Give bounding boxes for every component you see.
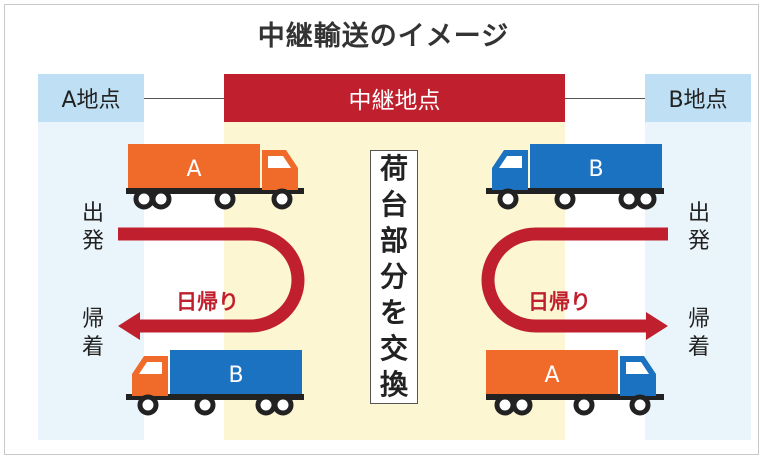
truck-top-right-cargo-label: B <box>588 157 603 182</box>
relay-point-label: 中継地点 <box>224 74 565 122</box>
cargo-body <box>486 350 618 396</box>
return-arrow-left <box>118 227 305 333</box>
arrowhead-left <box>118 312 140 340</box>
truck-bottom-right: A <box>486 350 664 416</box>
wheel <box>255 394 277 416</box>
cargo-swap-char-1: 荷 <box>379 152 408 185</box>
wheel <box>497 188 519 210</box>
window <box>139 362 162 374</box>
connector-line-right <box>565 98 645 99</box>
wheel <box>271 188 293 210</box>
diagram-title: 中継輸送のイメージ <box>257 21 510 52</box>
wheel <box>150 188 172 210</box>
return-label-left: 日帰り <box>176 290 239 314</box>
wheel <box>494 394 516 416</box>
depart-left-char-2: 発 <box>81 229 104 254</box>
zone-a <box>38 122 144 440</box>
truck-bottom-left: B <box>126 350 304 416</box>
depart-right-char-1: 出 <box>687 201 710 226</box>
window <box>499 156 522 168</box>
cargo-body <box>530 144 662 190</box>
chassis <box>126 394 304 400</box>
wheel <box>272 394 294 416</box>
depart-right-label: 出 発 <box>684 200 714 256</box>
chassis <box>126 188 304 194</box>
arrive-right-char-2: 着 <box>687 335 710 360</box>
wheel <box>618 188 640 210</box>
truck-bottom-right-cargo-label: A <box>544 363 559 388</box>
cargo-swap-char-6: 交 <box>379 332 408 365</box>
return-label-right: 日帰り <box>528 290 591 314</box>
window <box>268 156 291 168</box>
cargo-body <box>128 144 260 190</box>
cargo-swap-char-5: を <box>379 296 408 329</box>
wheel <box>137 394 159 416</box>
cargo-body <box>170 350 302 396</box>
truck-top-right: B <box>486 144 664 210</box>
point-b-label: B地点 <box>645 74 751 122</box>
chassis <box>486 188 664 194</box>
cargo-swap-label: 荷 台 部 分 を 交 換 <box>370 150 418 404</box>
arrive-left-char-1: 帰 <box>81 307 104 332</box>
wheel <box>573 394 595 416</box>
connector-line-left <box>144 98 224 99</box>
truck-top-left-cargo-label: A <box>186 157 201 182</box>
cargo-swap-char-3: 部 <box>379 224 408 257</box>
cargo-swap-char-4: 分 <box>379 260 408 293</box>
arrive-right-char-1: 帰 <box>687 307 710 332</box>
truck-bottom-left-cargo-label: B <box>228 363 243 388</box>
arrive-right-label: 帰 着 <box>684 306 714 362</box>
wheel <box>214 188 236 210</box>
diagram-frame <box>4 4 759 455</box>
cargo-swap-char-7: 換 <box>379 368 408 401</box>
arrive-left-char-2: 着 <box>81 335 104 360</box>
chassis <box>486 394 664 400</box>
wheel <box>511 394 533 416</box>
wheel <box>629 394 651 416</box>
return-arrow-right <box>481 227 668 333</box>
window <box>626 362 649 374</box>
cargo-swap-char-2: 台 <box>379 188 408 221</box>
zone-b <box>645 122 751 440</box>
depart-right-char-2: 発 <box>687 229 710 254</box>
wheel <box>554 188 576 210</box>
depart-left-char-1: 出 <box>81 201 104 226</box>
truck-top-left: A <box>126 144 304 210</box>
arrowhead-right <box>646 312 668 340</box>
wheel <box>635 188 657 210</box>
wheel <box>133 188 155 210</box>
point-a-label: A地点 <box>38 74 144 122</box>
wheel <box>194 394 216 416</box>
arrive-left-label: 帰 着 <box>78 306 108 362</box>
depart-left-label: 出 発 <box>78 200 108 256</box>
